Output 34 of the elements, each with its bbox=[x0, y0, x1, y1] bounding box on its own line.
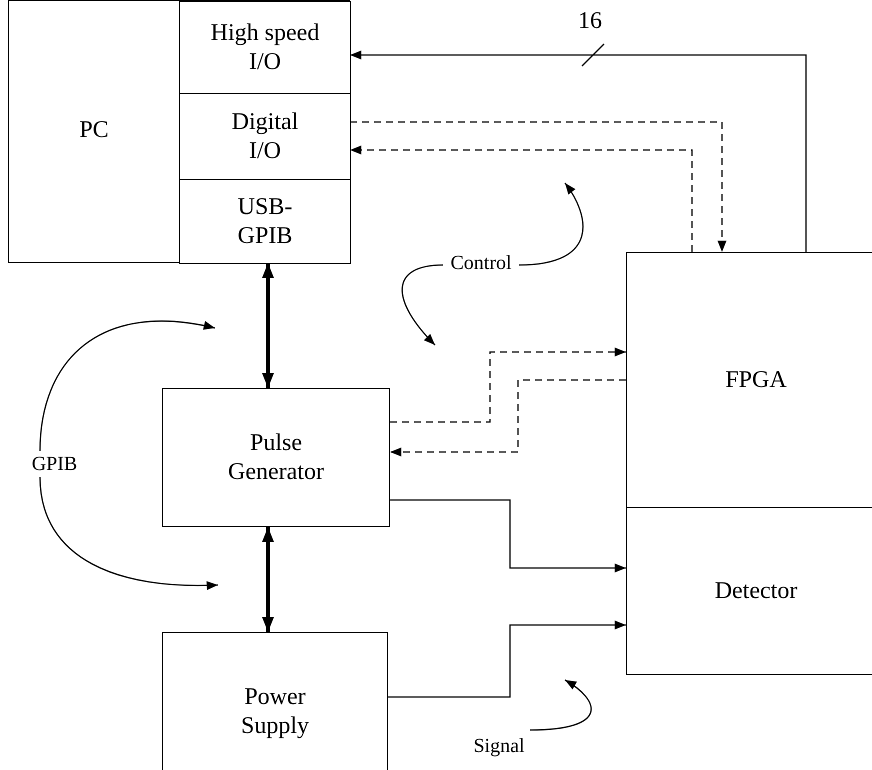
pulse-generator-box bbox=[162, 388, 390, 527]
edge-label: 16 bbox=[578, 8, 602, 35]
box-label: High speed I/O bbox=[210, 18, 320, 76]
signal-label: Signal bbox=[468, 733, 530, 759]
box-label: USB-GPIB bbox=[236, 192, 294, 250]
dashed-arrow bbox=[390, 379, 626, 456]
arrow bbox=[262, 527, 274, 632]
detector-box bbox=[626, 507, 872, 675]
curved-leader-arrow bbox=[530, 679, 592, 731]
curved-leader-arrow bbox=[402, 264, 444, 346]
fpga-box bbox=[626, 252, 872, 508]
box-label: Pulse Generator bbox=[227, 428, 325, 486]
port-cell bbox=[179, 93, 351, 180]
dashed-arrow bbox=[390, 348, 626, 423]
pc-box bbox=[8, 0, 350, 263]
arrow bbox=[262, 263, 274, 388]
arrow bbox=[390, 499, 626, 572]
curved-leader-arrow bbox=[39, 476, 218, 590]
dashed-arrow bbox=[350, 146, 693, 252]
curved-leader-arrow bbox=[518, 182, 584, 266]
arrow bbox=[388, 620, 626, 698]
box-label: Power Supply bbox=[240, 683, 310, 741]
dashed-arrow bbox=[350, 121, 726, 252]
power-supply-box bbox=[162, 632, 388, 770]
box-label: FPGA bbox=[724, 366, 788, 394]
curved-leader-arrow bbox=[39, 320, 216, 452]
port-cell bbox=[179, 1, 351, 94]
gpib-label: GPIB bbox=[27, 451, 82, 477]
arrow bbox=[350, 50, 807, 252]
box-label: Digital I/O bbox=[230, 108, 300, 166]
box-label: Detector bbox=[714, 576, 798, 606]
port-cell bbox=[179, 179, 351, 264]
box-label: PC bbox=[78, 116, 110, 145]
control-label: Control bbox=[443, 250, 519, 276]
